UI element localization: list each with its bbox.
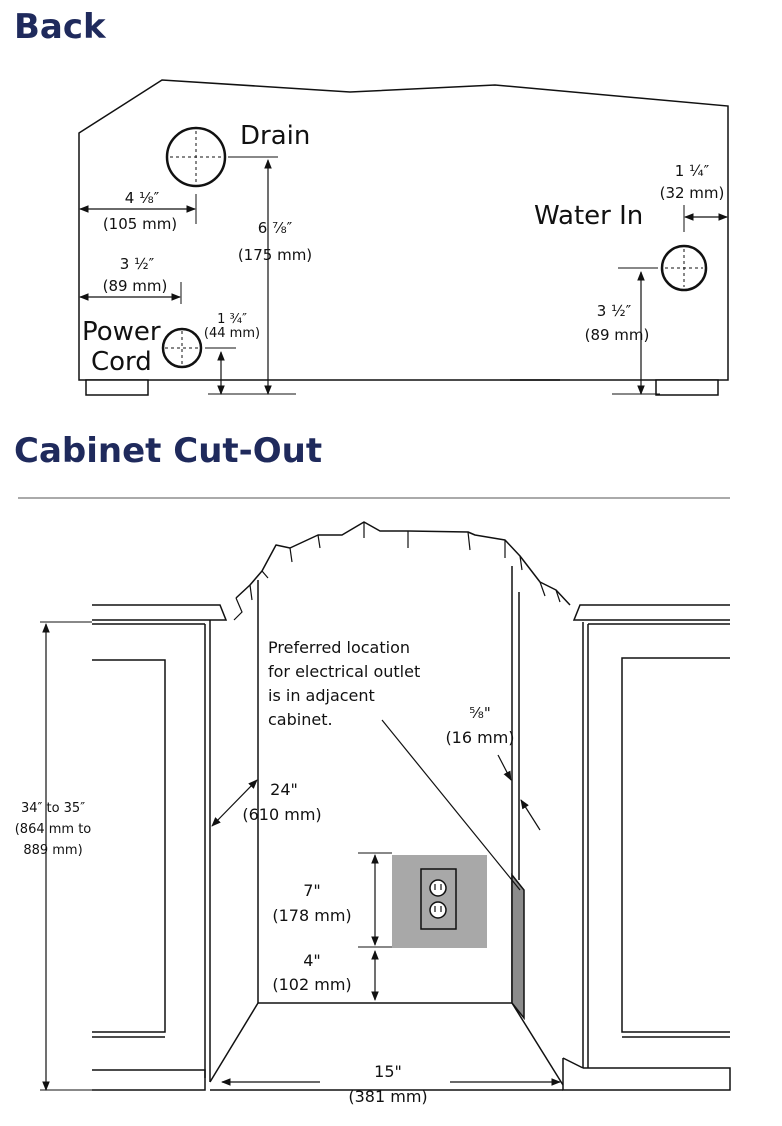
water-height-dim-mm: (89 mm)	[585, 326, 650, 344]
power-height-dim-in: 1 ¾″	[217, 312, 247, 327]
drain-hole	[165, 126, 227, 188]
outlet-dim-mm: (178 mm)	[272, 906, 351, 925]
drain-height-dim-in: 6 ⅞″	[258, 219, 293, 237]
water-side-dim-in: 1 ¼″	[675, 162, 710, 180]
height-dim-line2: (864 mm to	[15, 822, 92, 837]
left-cabinet-door	[92, 659, 166, 1033]
outlet-note-line3: is in adjacent	[268, 686, 375, 705]
floor-dim-in: 4"	[303, 951, 321, 970]
power-side-dim-mm: (89 mm)	[103, 277, 168, 295]
face-dim-in: ⁵⁄₈"	[469, 704, 490, 722]
width-dim-in: 15"	[374, 1062, 402, 1081]
outlet-note-line4: cabinet.	[268, 710, 333, 729]
water-side-dim-mm: (32 mm)	[660, 184, 725, 202]
water-in-hole	[660, 244, 708, 292]
right-toe-kick	[562, 1058, 731, 1091]
power-cord-hole	[161, 327, 203, 369]
power-cord-label-line2: Cord	[91, 347, 152, 377]
face-dim-arrow-right	[520, 799, 541, 831]
depth-dim-line	[211, 779, 258, 827]
depth-dim-in: 24"	[270, 780, 298, 799]
note-leader-line	[381, 719, 521, 891]
power-side-dim-in: 3 ½″	[120, 255, 155, 273]
drain-side-dim-in: 4 ⅛″	[125, 189, 160, 207]
drain-label: Drain	[240, 121, 310, 151]
side-panel	[511, 872, 525, 1021]
power-cord-label-line1: Power	[82, 317, 161, 347]
outlet-note-line2: for electrical outlet	[268, 662, 420, 681]
water-in-label: Water In	[534, 201, 643, 231]
appliance-back-outline	[78, 79, 729, 381]
face-dim-arrow-left	[497, 754, 512, 781]
water-height-dim-in: 3 ½″	[597, 302, 632, 320]
outlet-note-line1: Preferred location	[268, 638, 410, 657]
right-foot	[655, 379, 719, 396]
back-heading: Back	[14, 7, 106, 47]
drain-side-dim-mm: (105 mm)	[103, 215, 177, 233]
drain-height-dim-mm: (175 mm)	[238, 246, 312, 264]
face-dim-mm: (16 mm)	[445, 728, 514, 747]
depth-dim-mm: (610 mm)	[242, 805, 321, 824]
height-dim-line1: 34″ to 35″	[21, 801, 85, 816]
cabinet-cutout-view	[40, 521, 731, 1091]
left-foot	[85, 379, 149, 396]
power-height-dim-mm: (44 mm)	[204, 326, 260, 341]
right-cabinet-door	[621, 657, 730, 1033]
width-dim-mm: (381 mm)	[348, 1087, 427, 1106]
cabinet-cutout-heading: Cabinet Cut-Out	[14, 431, 323, 471]
back-view	[78, 79, 729, 396]
outlet-receptacle-icon	[429, 879, 447, 919]
cutout-broken-top	[235, 521, 571, 606]
outlet-cover	[420, 868, 457, 930]
left-toe-kick	[92, 1069, 206, 1091]
outlet-dim-in: 7"	[303, 881, 321, 900]
height-dim-line3: 889 mm)	[23, 843, 82, 858]
left-countertop-edge	[92, 604, 228, 621]
floor-dim-mm: (102 mm)	[272, 975, 351, 994]
right-countertop-edge	[572, 604, 730, 621]
